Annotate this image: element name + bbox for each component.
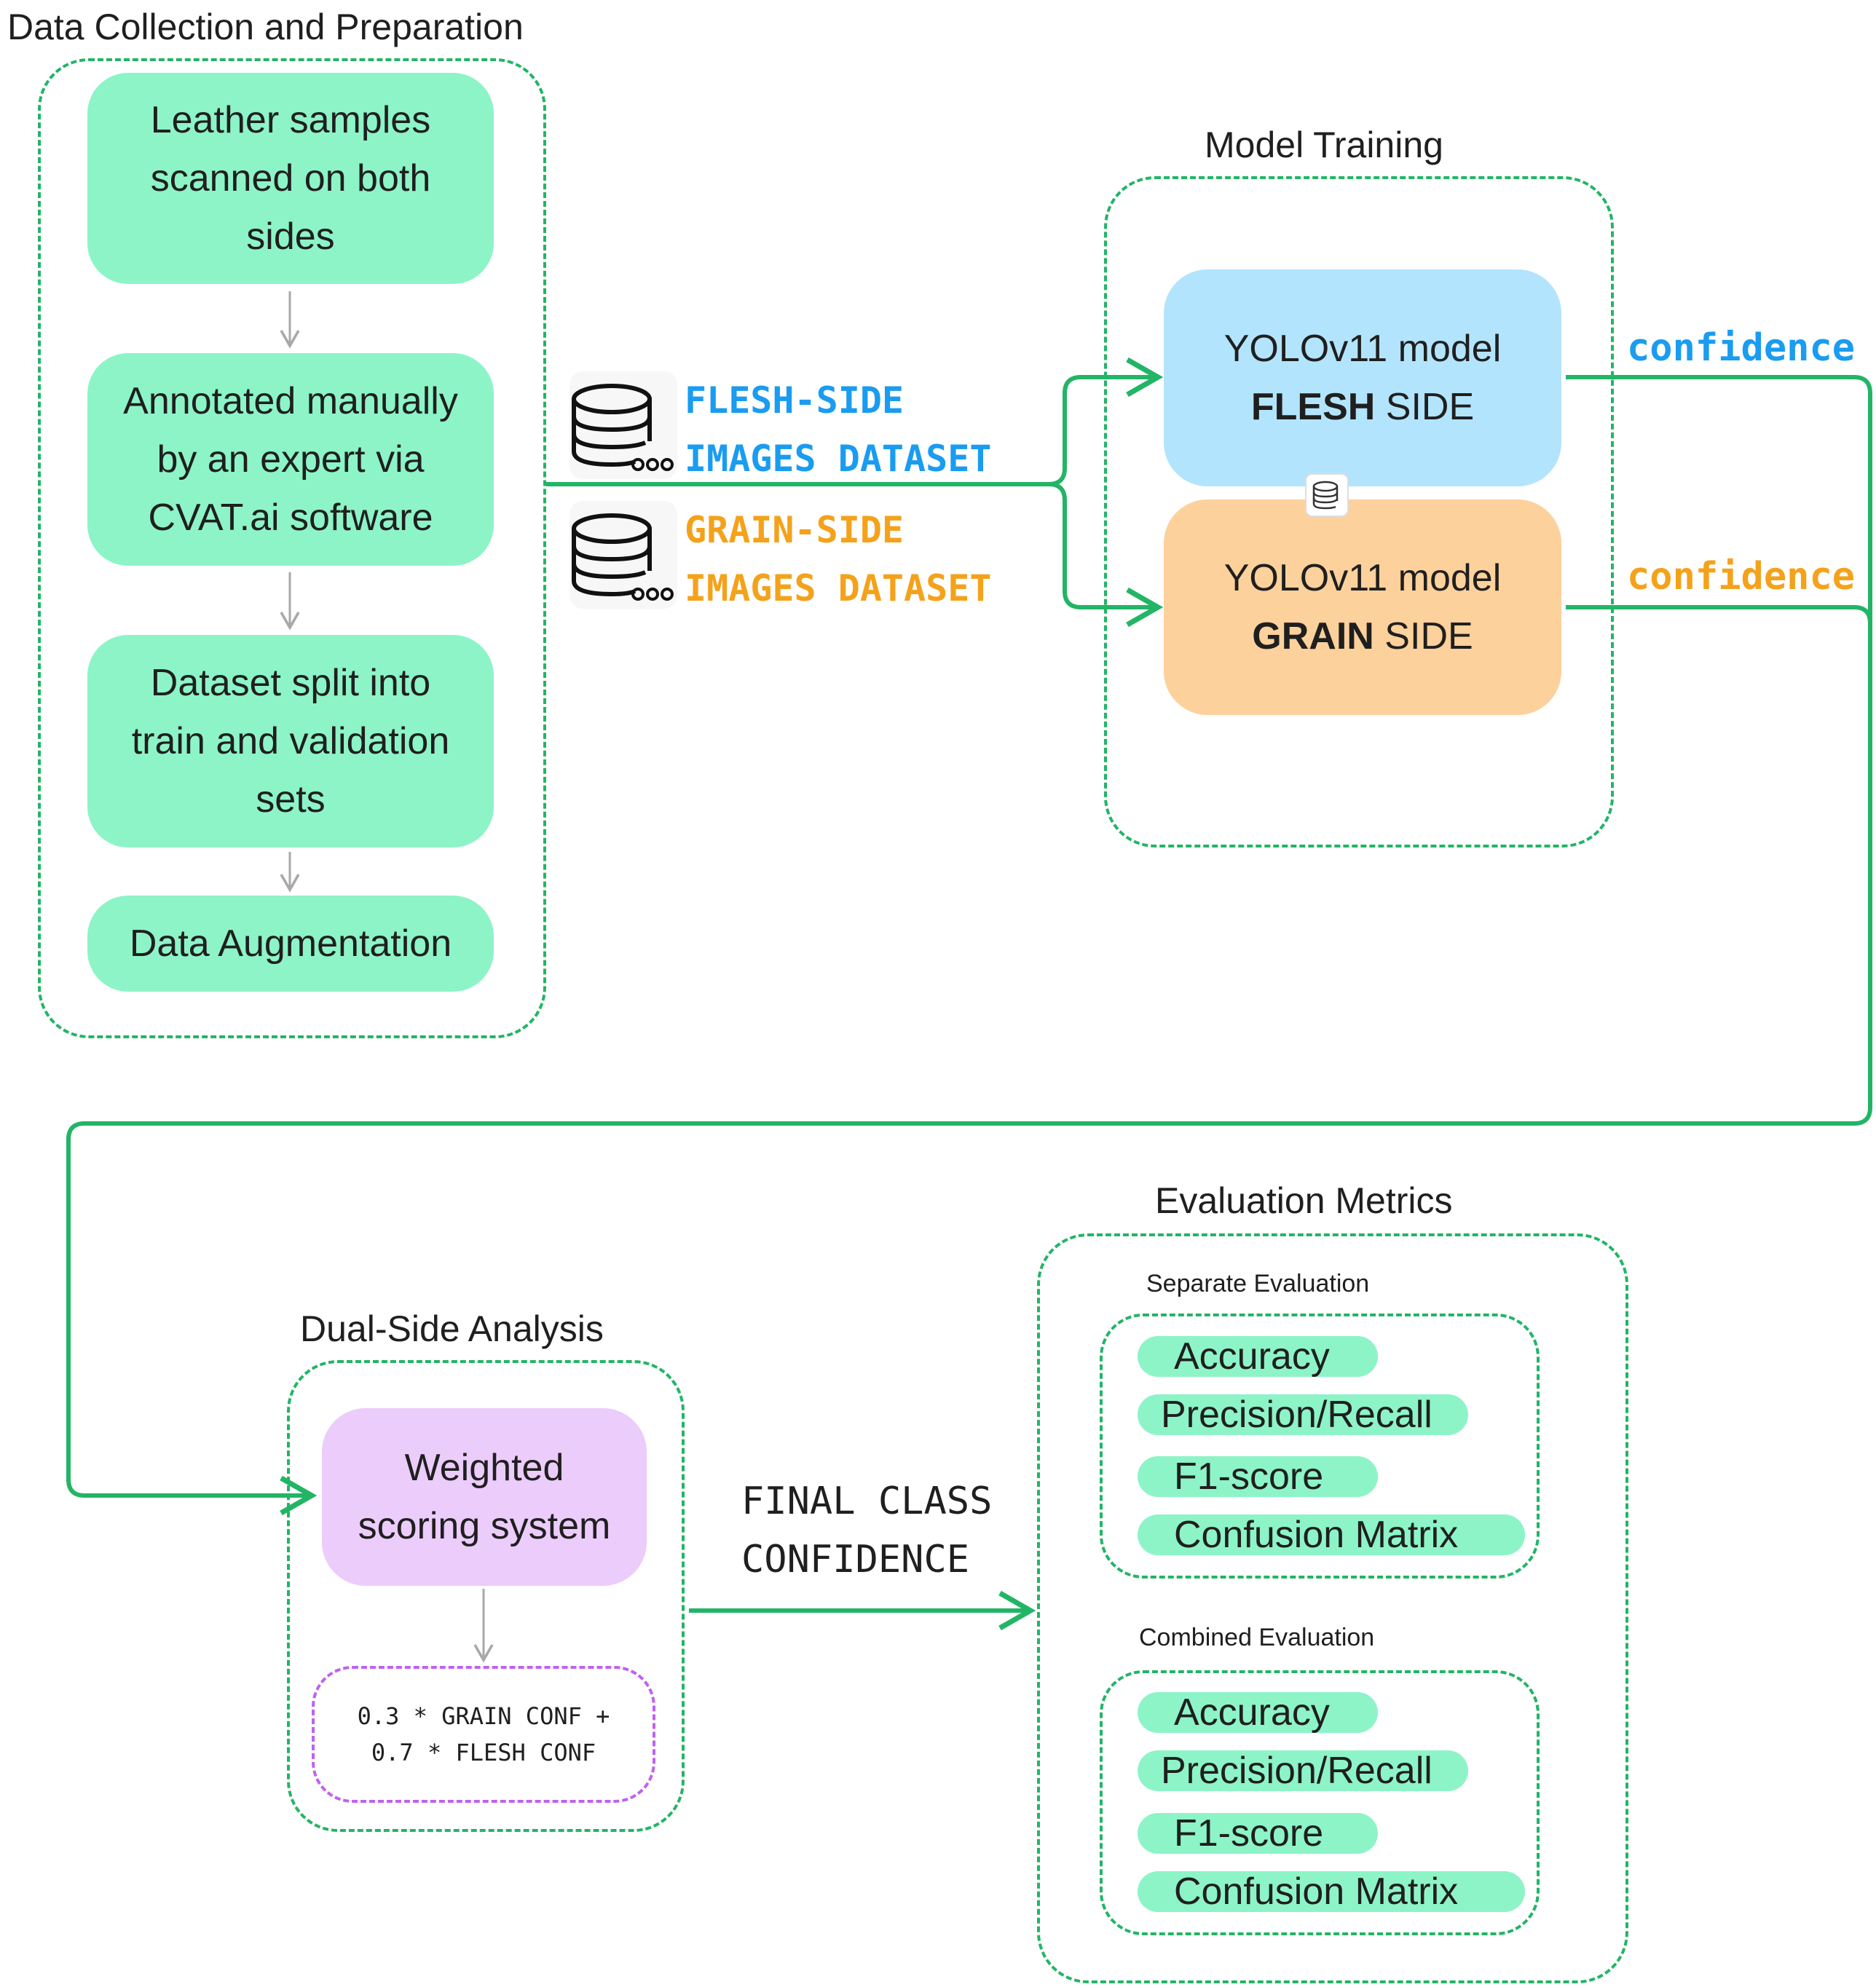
grain-model-side: GRAIN SIDE xyxy=(1252,607,1473,665)
flesh-model-side: FLESH SIDE xyxy=(1251,378,1474,436)
combined-evaluation-title: Combined Evaluation xyxy=(1139,1624,1375,1651)
flesh-dataset-line1: FLESH-SIDE xyxy=(685,379,904,422)
small-database-icon xyxy=(1305,473,1349,517)
step-line: train and validation xyxy=(131,720,450,762)
grain-dataset-line2: IMAGES DATASET xyxy=(685,567,992,609)
model-training-group xyxy=(1104,176,1614,848)
step-line: sides xyxy=(246,216,335,258)
weighted-line1: Weighted xyxy=(404,1447,564,1489)
weighted-line2: scoring system xyxy=(358,1505,611,1547)
grain-dataset-label: GRAIN-SIDE IMAGES DATASET xyxy=(685,501,991,617)
grain-dataset-line1: GRAIN-SIDE xyxy=(685,509,904,551)
step-leather-scanned: Leather samples scanned on both sides xyxy=(87,73,494,284)
database-icon xyxy=(570,501,677,609)
separate-metric-accuracy: Accuracy xyxy=(1138,1336,1378,1377)
dual-side-title: Dual-Side Analysis xyxy=(300,1308,604,1349)
step-line: Annotated manually xyxy=(123,380,458,422)
formula-line2: 0.7 * FLESH CONF xyxy=(371,1739,596,1766)
grain-model-box: YOLOv11 model GRAIN SIDE xyxy=(1164,499,1561,715)
combined-metric-precision-recall: Precision/Recall xyxy=(1138,1750,1468,1791)
weighted-scoring-box: Weighted scoring system xyxy=(322,1408,647,1586)
flesh-confidence-label: confidence xyxy=(1627,326,1856,370)
grain-model-rest: SIDE xyxy=(1374,615,1473,657)
formula-box: 0.3 * GRAIN CONF + 0.7 * FLESH CONF xyxy=(312,1666,655,1803)
separate-evaluation-title: Separate Evaluation xyxy=(1146,1270,1370,1297)
step-line: CVAT.ai software xyxy=(148,497,433,539)
step-dataset-split: Dataset split into train and validation … xyxy=(87,635,494,848)
combined-metric-f1: F1-score xyxy=(1138,1813,1378,1854)
formula-line1: 0.3 * GRAIN CONF + xyxy=(357,1702,610,1730)
step-line: Dataset split into xyxy=(150,662,431,704)
step-data-augmentation: Data Augmentation xyxy=(87,896,494,992)
step-line: sets xyxy=(256,778,326,821)
flesh-model-rest: SIDE xyxy=(1375,386,1475,428)
step-annotated-manually: Annotated manually by an expert via CVAT… xyxy=(87,353,494,566)
separate-metric-precision-recall: Precision/Recall xyxy=(1138,1394,1468,1435)
final-label-line2: CONFIDENCE xyxy=(741,1538,970,1581)
step-line: Data Augmentation xyxy=(129,923,452,965)
database-icon xyxy=(570,371,677,479)
connector-flesh-confidence xyxy=(66,375,1872,1516)
separate-metric-f1: F1-score xyxy=(1138,1456,1378,1497)
connector-grain-confidence xyxy=(1566,605,1872,1107)
grain-model-bold: GRAIN xyxy=(1252,615,1374,657)
grain-confidence-label: confidence xyxy=(1627,555,1856,599)
final-class-confidence-label: FINAL CLASS CONFIDENCE xyxy=(741,1472,992,1589)
flesh-model-title: YOLOv11 model xyxy=(1223,328,1502,370)
model-training-title: Model Training xyxy=(1205,125,1443,165)
combined-metric-confusion-matrix: Confusion Matrix xyxy=(1138,1871,1525,1912)
combined-evaluation-group xyxy=(1100,1670,1540,1935)
flesh-model-box: YOLOv11 model FLESH SIDE xyxy=(1164,269,1561,486)
flesh-dataset-line2: IMAGES DATASET xyxy=(685,438,992,480)
dual-side-group xyxy=(287,1360,685,1832)
grain-model-title: YOLOv11 model xyxy=(1223,557,1502,599)
connector-datasets-to-grain-model xyxy=(1048,482,1164,628)
flesh-dataset-label: FLESH-SIDE IMAGES DATASET xyxy=(685,371,991,488)
evaluation-title: Evaluation Metrics xyxy=(1155,1180,1453,1221)
data-collection-title: Data Collection and Preparation xyxy=(7,7,524,47)
final-label-line1: FINAL CLASS xyxy=(741,1480,993,1523)
combined-metric-accuracy: Accuracy xyxy=(1138,1692,1378,1733)
separate-metric-confusion-matrix: Confusion Matrix xyxy=(1138,1514,1525,1555)
step-line: by an expert via xyxy=(157,438,425,481)
step-line: scanned on both xyxy=(150,157,431,200)
evaluation-group xyxy=(1037,1233,1628,1983)
separate-evaluation-group xyxy=(1100,1314,1540,1579)
flesh-model-bold: FLESH xyxy=(1250,386,1376,428)
step-line: Leather samples xyxy=(150,99,431,141)
data-collection-group xyxy=(38,58,546,1038)
